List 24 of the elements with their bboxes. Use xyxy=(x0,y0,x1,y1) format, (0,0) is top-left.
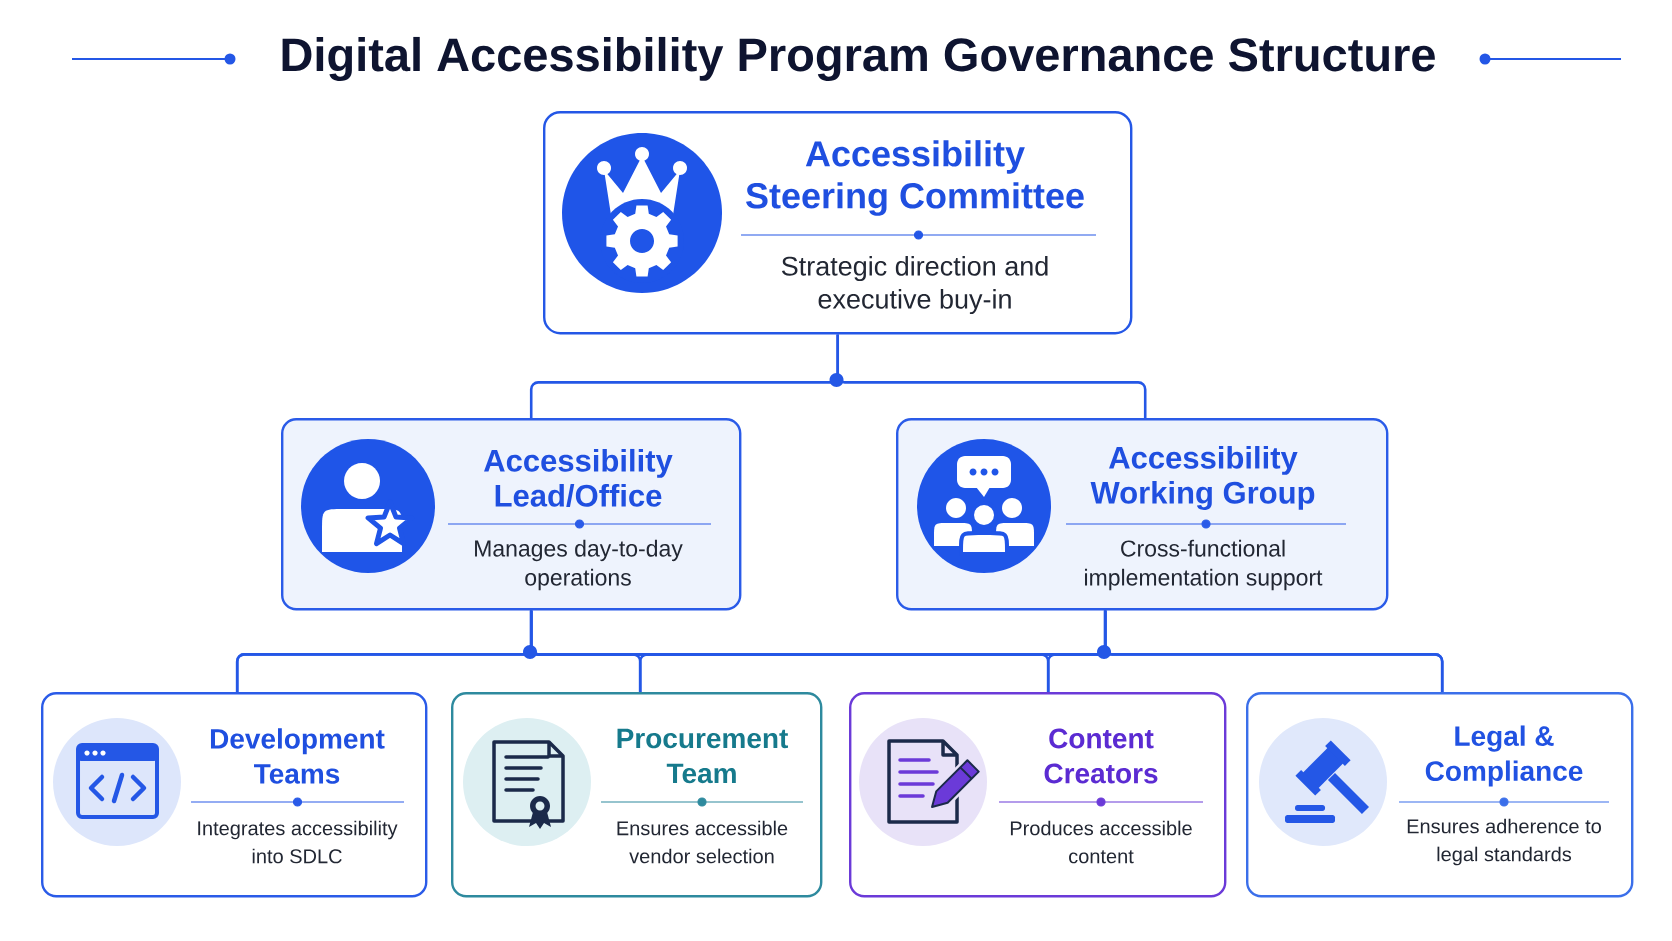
org-box xyxy=(1246,692,1634,898)
org-box xyxy=(41,692,428,898)
connector-line xyxy=(836,334,1147,418)
box-title: Development Teams xyxy=(210,728,385,784)
box-title: Accessibility Lead/Office xyxy=(484,448,673,508)
title: Digital Accessibility Program Governance Structure xyxy=(282,36,1435,81)
box-description: Cross-functional implementation support xyxy=(1085,539,1323,591)
box-description: Ensures adherence to legal standards xyxy=(1407,818,1601,866)
box-title: Legal & Compliance xyxy=(1425,725,1583,787)
box-title: Procurement Team xyxy=(617,728,788,784)
box-description: Manages day-to-day operations xyxy=(475,539,683,591)
org-box xyxy=(896,418,1389,611)
org-box xyxy=(281,418,742,611)
connector-line xyxy=(1103,610,1444,692)
org-box xyxy=(451,692,823,898)
box-title: Accessibility Steering Committee xyxy=(746,140,1084,216)
box-description: Integrates accessibility into SDLC xyxy=(198,820,398,864)
org-box xyxy=(849,692,1227,898)
box-title: Content Creators xyxy=(1044,728,1158,784)
box-description: Strategic direction and executive buy-in xyxy=(781,255,1048,315)
box-description: Produces accessible content xyxy=(1010,820,1192,864)
box-description: Ensures accessible vendor selection xyxy=(617,820,788,864)
box-title: Accessibility Working Group xyxy=(1090,445,1315,510)
org-box xyxy=(543,111,1133,335)
